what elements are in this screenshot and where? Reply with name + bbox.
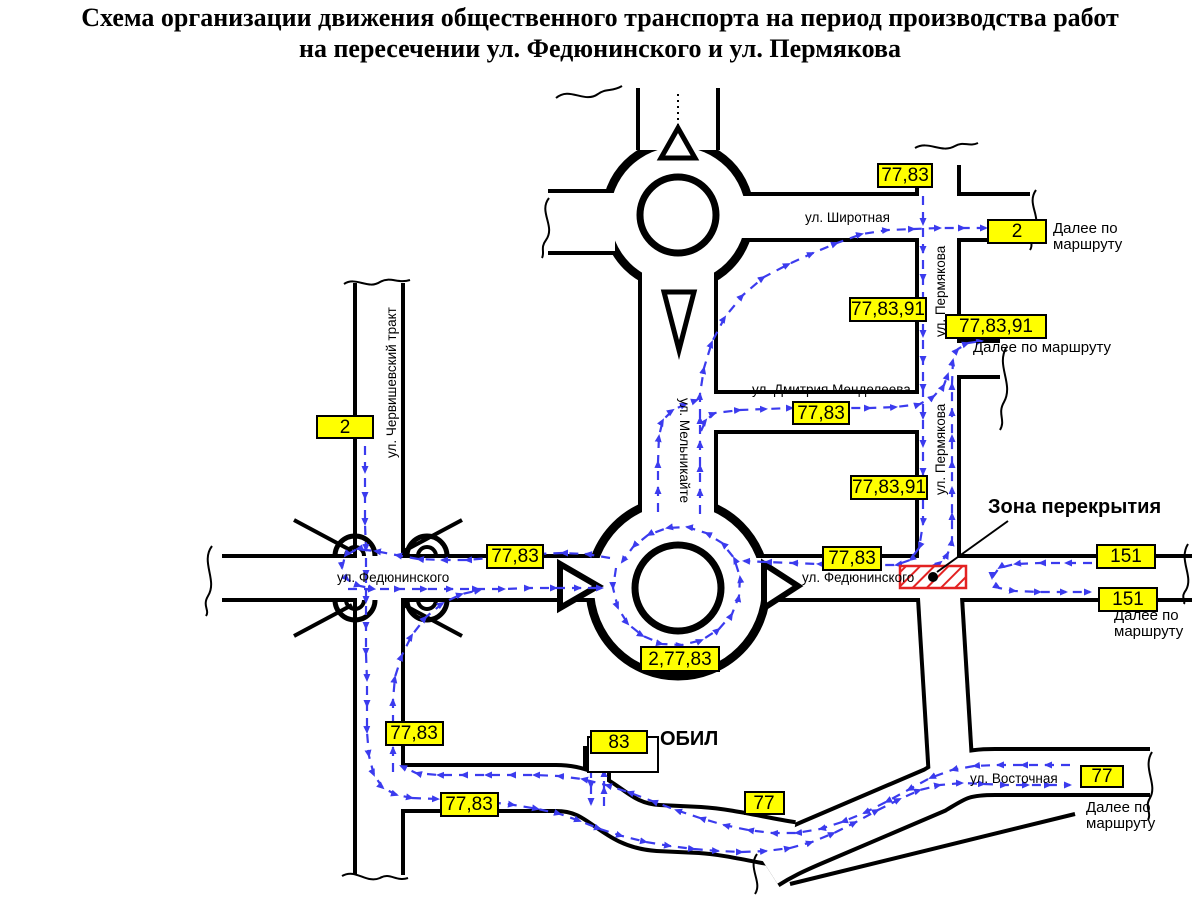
street-fedyuninskogo-west: ул. Федюнинского bbox=[337, 570, 449, 585]
arrow-151-uturn bbox=[988, 559, 1092, 596]
route-badge-fedyuninskogo-east: 77,83 bbox=[822, 546, 882, 571]
svg-text:2: 2 bbox=[340, 417, 351, 438]
route-badge-bottom-road-77: 77 bbox=[744, 791, 785, 815]
svg-text:83: 83 bbox=[608, 732, 629, 753]
arrow-melnikaite-to-shirotnaya bbox=[696, 224, 988, 514]
arrow-melnikaite-merge bbox=[654, 398, 699, 512]
svg-text:2,77,83: 2,77,83 bbox=[648, 649, 711, 670]
note-vostochnaya-l2: маршруту bbox=[1086, 815, 1156, 832]
note-shirotnaya-l1: Далее по bbox=[1053, 220, 1118, 237]
street-mendeleeva: ул. Дмитрия Менделеева bbox=[752, 382, 911, 397]
svg-text:151: 151 bbox=[1112, 589, 1144, 610]
svg-text:77,83,91: 77,83,91 bbox=[851, 299, 925, 320]
arrow-bottom-road-westbound bbox=[399, 761, 1070, 837]
route-badge-chervishevsky-south: 77,83 bbox=[385, 721, 444, 746]
top-roundabout-island bbox=[636, 173, 720, 257]
note-permyakova-exit: Далее по маршруту bbox=[973, 339, 1111, 356]
island-triangle-south bbox=[660, 289, 698, 360]
route-badge-151-upper: 151 bbox=[1096, 544, 1156, 569]
scheme-title-line2: на пересечении ул. Федюнинского и ул. Пе… bbox=[298, 34, 902, 63]
closure-zone: Зона перекрытия bbox=[898, 496, 1161, 590]
arrow-fedyuninskogo-westbound-uturn bbox=[337, 544, 611, 592]
svg-text:77,83: 77,83 bbox=[797, 403, 845, 424]
street-permyakova-upper: ул. Пермякова bbox=[933, 245, 948, 337]
island-triangle-east-entry bbox=[761, 558, 804, 614]
scheme-title-line1: Схема организации движения общественного… bbox=[81, 3, 1119, 32]
further-route-notes: Далее по маршруту Далее по маршруту Дале… bbox=[973, 220, 1184, 832]
arrow-permyakova-southbound bbox=[742, 196, 927, 569]
svg-text:77,83: 77,83 bbox=[828, 548, 876, 569]
route-badge-roundabout-south: 2,77,83 bbox=[640, 646, 720, 672]
route-badge-permyakova-lower: 77,83,91 bbox=[850, 475, 928, 500]
route-badge-vostochnaya-77: 77 bbox=[1080, 765, 1124, 788]
street-fedyuninskogo-east: ул. Федюнинского bbox=[802, 570, 914, 585]
svg-text:77,83: 77,83 bbox=[445, 794, 493, 815]
route-badge-shirotnaya-exit: 2 bbox=[987, 219, 1047, 244]
note-shirotnaya-l2: маршруту bbox=[1053, 236, 1123, 253]
route-badge-chervishevsky: 2 bbox=[316, 415, 374, 439]
street-melnikaite: ул. Мельникайте bbox=[677, 398, 692, 503]
closure-zone-label: Зона перекрытия bbox=[988, 496, 1161, 518]
svg-text:77: 77 bbox=[753, 793, 774, 814]
hospital-label: ОБИЛ bbox=[660, 728, 718, 750]
svg-text:77,83,91: 77,83,91 bbox=[852, 477, 926, 498]
street-permyakova-lower: ул. Пермякова bbox=[933, 403, 948, 495]
svg-text:2: 2 bbox=[1012, 221, 1023, 242]
street-shirotnaya: ул. Широтная bbox=[805, 210, 890, 225]
route-badge-151-lower: 151 bbox=[1098, 587, 1158, 612]
island-triangle-north bbox=[656, 122, 700, 161]
route-badge-permyakova-upper: 77,83,91 bbox=[849, 297, 927, 322]
svg-text:77,83,91: 77,83,91 bbox=[959, 316, 1033, 337]
svg-text:77,83: 77,83 bbox=[390, 723, 438, 744]
route-badge-bottom-road: 77,83 bbox=[440, 792, 499, 817]
svg-text:151: 151 bbox=[1110, 546, 1142, 567]
route-badge-mendeleeva: 77,83 bbox=[792, 401, 850, 425]
arrow-chervishevsky-southbound bbox=[361, 446, 414, 801]
street-chervishevsky: ул. Червишевский тракт bbox=[384, 307, 399, 458]
route-badge-fedyuninskogo-west: 77,83 bbox=[486, 544, 544, 569]
closure-leader-line bbox=[936, 520, 1009, 573]
svg-text:77: 77 bbox=[1091, 766, 1112, 787]
note-vostochnaya-l1: Далее по bbox=[1086, 799, 1151, 816]
central-roundabout-island bbox=[631, 541, 725, 635]
svg-text:77,83: 77,83 bbox=[491, 546, 539, 567]
closure-dot bbox=[928, 572, 938, 582]
route-badge-obil: 83 bbox=[590, 730, 648, 754]
street-labels: ул. Широтная ул. Пермякова ул. Пермякова… bbox=[337, 210, 1058, 786]
route-badge-top-permyakova: 77,83 bbox=[877, 163, 933, 188]
route-badges: 77,83 2 77,83,91 77,83,91 77,83 77,83,91 bbox=[316, 163, 1158, 817]
note-151-l1: Далее по bbox=[1114, 607, 1179, 624]
svg-text:77,83: 77,83 bbox=[881, 165, 929, 186]
route-badge-permyakova-exit: 77,83,91 bbox=[945, 314, 1047, 339]
street-vostochnaya: ул. Восточная bbox=[970, 771, 1058, 786]
scheme-title: Схема организации движения общественного… bbox=[0, 2, 1200, 64]
note-151-l2: маршруту bbox=[1114, 623, 1184, 640]
